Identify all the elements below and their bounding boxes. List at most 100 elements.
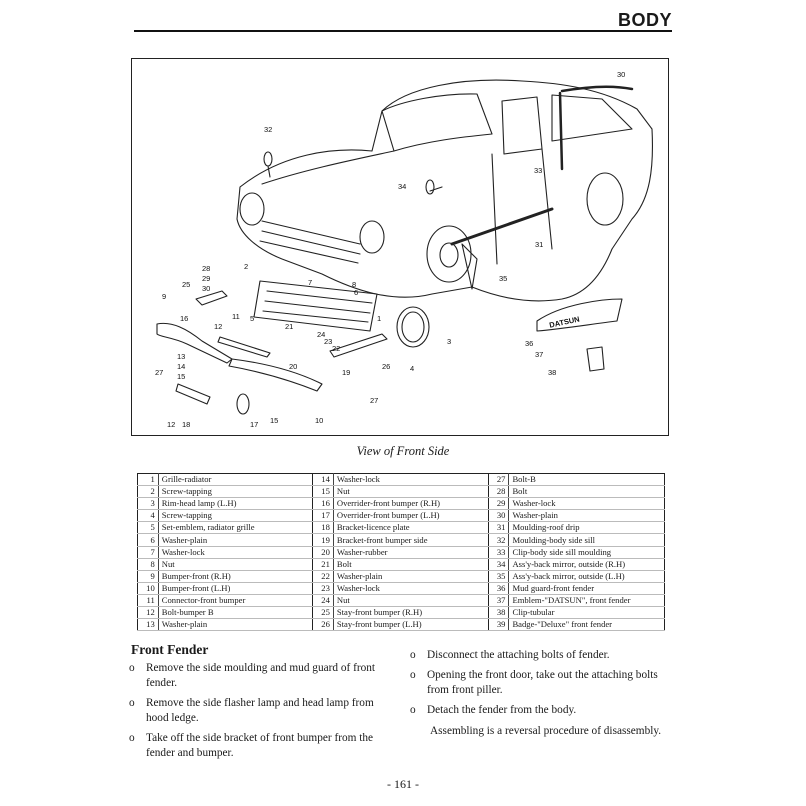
callout-36: 35 <box>499 274 507 283</box>
callout-3: 3 <box>447 337 451 346</box>
back-mirror-left <box>425 179 443 195</box>
list-item: o Opening the front door, take out the a… <box>410 668 672 698</box>
header-rule <box>134 30 672 32</box>
part-number: 37 <box>488 594 510 608</box>
part-number: 7 <box>137 546 159 559</box>
roof-drip-moulding <box>558 85 634 171</box>
figure-caption: View of Front Side <box>356 444 450 458</box>
bullet: o <box>129 697 135 709</box>
part-name: Overrider-front bumper (L.H) <box>333 509 489 523</box>
hood-line <box>261 150 395 185</box>
radiator-grille-part <box>253 280 378 332</box>
part-name: Clip-tubular <box>508 606 665 620</box>
side-window-front <box>501 96 543 155</box>
headlamp-rim <box>396 306 430 348</box>
part-number: 19 <box>312 533 334 547</box>
part-number: 18 <box>312 521 334 535</box>
part-number: 33 <box>488 546 510 559</box>
part-name: Grille-radiator <box>158 473 314 487</box>
callout-4: 4 <box>410 364 414 373</box>
side-window-rear <box>551 94 633 142</box>
instructions-left-column: o Remove the side moulding and mud guard… <box>129 661 391 766</box>
callout-13: 13 <box>177 352 185 361</box>
part-number: 22 <box>312 570 334 583</box>
part-name: Washer-lock <box>333 582 489 595</box>
part-number: 26 <box>312 618 334 632</box>
callout-25: 25 <box>182 280 190 289</box>
part-name: Washer-plain <box>158 618 314 632</box>
part-number: 12 <box>137 606 159 620</box>
part-number: 35 <box>488 570 510 583</box>
callout-14: 14 <box>177 362 185 371</box>
callout-32: 31 <box>535 240 543 249</box>
part-number: 3 <box>137 497 159 511</box>
callout-8: 8 <box>352 280 356 289</box>
callout-12: 12 <box>214 322 222 331</box>
callout-1: 1 <box>377 314 381 323</box>
part-name: Badge-"Deluxe" front fender <box>508 618 665 632</box>
part-name: Bracket-licence plate <box>333 521 489 535</box>
bumper-stay-right <box>195 290 228 306</box>
callout-7: 7 <box>308 278 312 287</box>
fender-emblem-outline <box>536 298 623 332</box>
deluxe-badge <box>586 346 605 372</box>
part-number: 6 <box>137 533 159 547</box>
part-number: 24 <box>312 594 334 608</box>
callout-19: 19 <box>342 368 350 377</box>
part-number: 23 <box>312 582 334 595</box>
part-number: 29 <box>488 497 510 511</box>
callout-6: 6 <box>354 288 358 297</box>
headlamp-right <box>359 220 385 254</box>
bullet: o <box>129 732 135 744</box>
part-name: Ass'y-back mirror, outside (L.H) <box>508 570 665 583</box>
instruction-text: Remove the side moulding and mud guard o… <box>146 662 376 689</box>
part-number: 11 <box>137 594 159 608</box>
instruction-text: Opening the front door, take out the att… <box>427 669 658 696</box>
part-number: 32 <box>488 533 510 547</box>
part-number: 36 <box>488 582 510 595</box>
front-grille <box>259 220 361 264</box>
windshield <box>381 93 493 152</box>
back-mirror-right <box>263 151 273 178</box>
closing-note: Assembling is a reversal procedure of di… <box>430 725 662 737</box>
callout-39: 38 <box>548 368 556 377</box>
bumper-front-left <box>228 358 323 392</box>
list-item: o Remove the side flasher lamp and head … <box>129 696 391 726</box>
overrider <box>236 393 250 415</box>
grille-slats <box>262 290 373 323</box>
part-name: Nut <box>333 485 489 499</box>
part-number: 1 <box>137 473 159 487</box>
callout-28: 28 <box>202 264 210 273</box>
bullet: o <box>410 704 416 716</box>
rear-wheel <box>586 172 624 226</box>
callout-35: 34 <box>398 182 406 191</box>
instruction-text: Remove the side flasher lamp and head la… <box>146 697 374 724</box>
part-name: Nut <box>158 558 314 571</box>
part-name: Mud guard-front fender <box>508 582 665 595</box>
callout-26: 26 <box>382 362 390 371</box>
callout-17: 17 <box>250 420 258 429</box>
part-name: Bolt <box>333 558 489 571</box>
part-name: Clip-body side sill moulding <box>508 546 665 559</box>
part-name: Set-emblem, radiator grille <box>158 521 314 535</box>
callout-24: 24 <box>317 330 325 339</box>
callout-30: 30 <box>202 284 210 293</box>
part-number: 31 <box>488 521 510 535</box>
callout-labels: 30 32 34 33 31 35 28 2 29 30 25 9 7 6 8 … <box>155 70 625 429</box>
part-number: 20 <box>312 546 334 559</box>
part-name: Bolt <box>508 485 665 499</box>
car-front-exploded-diagram: DATSUN 30 32 34 33 31 35 28 2 29 30 25 9… <box>155 70 653 429</box>
part-name: Washer-plain <box>333 570 489 583</box>
callout-27b: 27 <box>370 396 378 405</box>
callout-29: 29 <box>202 274 210 283</box>
part-name: Bumper-front (L.H) <box>158 582 314 595</box>
instruction-text: Disconnect the attaching bolts of fender… <box>427 649 610 661</box>
bullet: o <box>129 662 135 674</box>
part-name: Moulding-body side sill <box>508 533 665 547</box>
